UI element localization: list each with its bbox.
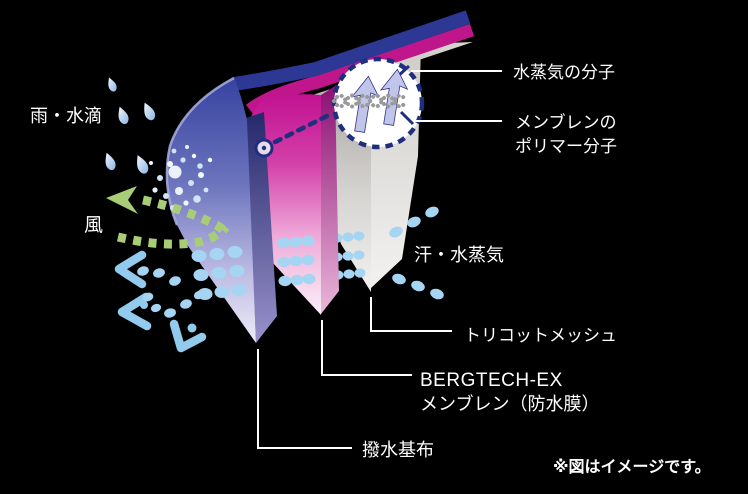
lens-tick-lower <box>399 110 415 126</box>
polymer-chain-icons <box>332 93 408 109</box>
connector-tricot <box>370 297 452 332</box>
outer-side-face <box>246 112 277 343</box>
label-membrane-2: メンブレン（防水膜） <box>420 393 599 414</box>
connector-base-fabric <box>257 349 352 449</box>
outer-top-edge <box>233 10 471 91</box>
labels: 雨・水滴 風 水蒸気の分子 メンブレンの ポリマー分子 汗・水蒸気 トリコットメ… <box>30 63 711 476</box>
magnifier-trail <box>272 110 336 145</box>
label-tricot-mesh: トリコットメッシュ <box>464 326 617 345</box>
wind-chevron-icons <box>114 250 207 353</box>
label-base-fabric: 撥水基布 <box>362 440 434 460</box>
magnifier-icon <box>254 56 425 158</box>
magnifier-source-dot <box>261 145 267 151</box>
membrane-side-face <box>321 86 339 314</box>
vapor-dots-left <box>137 266 205 318</box>
label-membrane-polymer-2: ポリマー分子 <box>515 137 617 156</box>
outer-front-face <box>166 78 256 343</box>
outer-edge-highlight <box>165 76 235 226</box>
label-membrane-1: BERGTECH-EX <box>420 370 563 391</box>
membrane-top-edge <box>245 23 475 116</box>
wind-dashes-lower <box>116 223 230 249</box>
label-disclaimer: ※図はイメージです。 <box>553 458 711 476</box>
label-wind: 風 <box>84 215 104 236</box>
label-rain: 雨・水滴 <box>30 106 102 126</box>
wind-arrow-icon <box>106 186 232 249</box>
label-membrane-polymer-1: メンブレンの <box>515 112 617 132</box>
wind-arrowhead <box>106 186 138 214</box>
vapor-dots-membrane <box>277 235 316 287</box>
label-vapor-molecule: 水蒸気の分子 <box>513 63 615 82</box>
vapor-dots-right <box>389 206 444 300</box>
label-connectors <box>257 70 502 449</box>
chevron-dots <box>140 301 197 333</box>
label-sweat-vapor: 汗・水蒸気 <box>414 245 504 265</box>
connector-membrane <box>321 320 412 376</box>
wind-dashes-upper <box>142 195 232 238</box>
